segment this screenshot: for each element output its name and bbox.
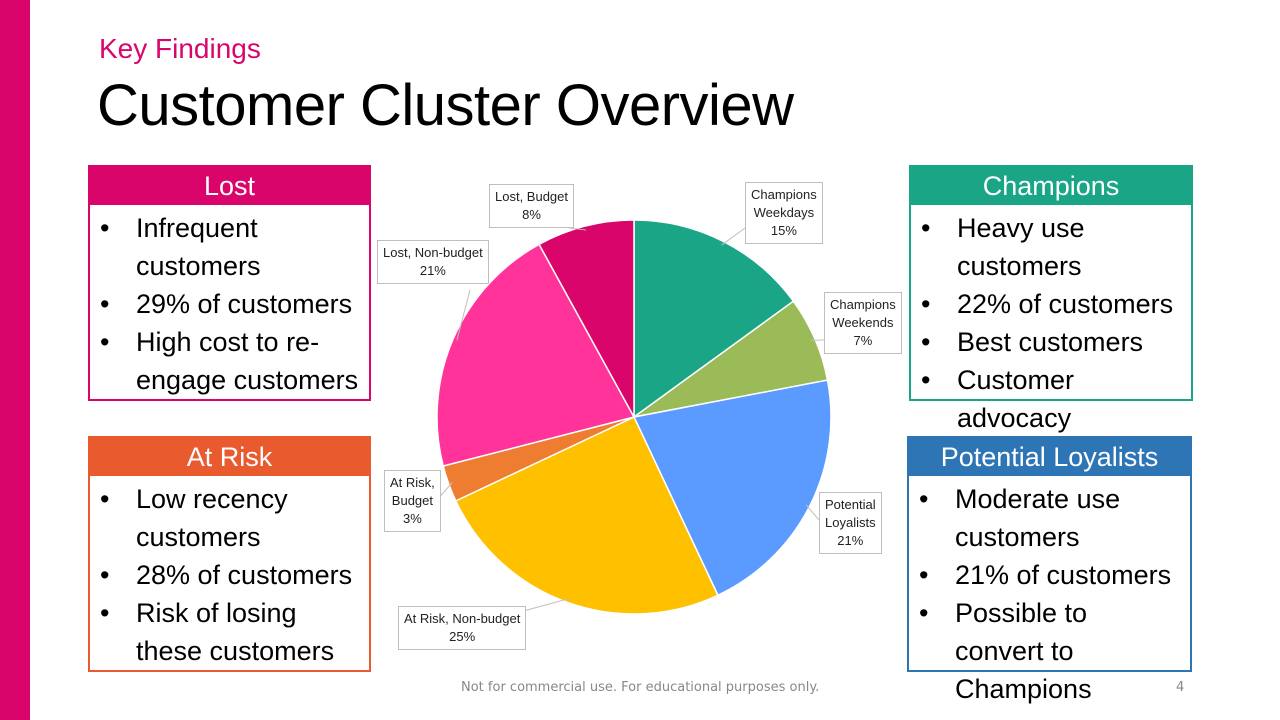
pie-label-text: Budget bbox=[391, 493, 433, 508]
pie-slice bbox=[454, 416, 719, 615]
pie-label-text: Weekends bbox=[832, 315, 894, 330]
panel-at-risk-bullets: Low recency customers 28% of customers R… bbox=[90, 476, 369, 670]
pie-label-text: Loyalists bbox=[825, 515, 876, 530]
pie-label-value: 7% bbox=[853, 333, 873, 348]
panel-at-risk: At Risk Low recency customers 28% of cus… bbox=[88, 436, 371, 672]
pie-data-label: At Risk, Non-budget 25% bbox=[398, 606, 527, 650]
pie-label-text: At Risk, bbox=[390, 475, 435, 490]
panel-lost-bullets: Infrequent customers 29% of customers Hi… bbox=[90, 205, 369, 399]
panel-potential-loyalists-bullet: Moderate use customers bbox=[919, 480, 1182, 556]
pie-data-label: Lost, Budget 8% bbox=[489, 184, 574, 228]
pie-leader-line bbox=[805, 504, 820, 521]
panel-lost: Lost Infrequent customers 29% of custome… bbox=[88, 165, 371, 401]
panel-potential-loyalists-bullet: 21% of customers bbox=[919, 556, 1182, 594]
pie-label-text: Lost, Non-budget bbox=[383, 245, 483, 260]
pie-label-text: Champions bbox=[830, 297, 896, 312]
panel-at-risk-bullet: 28% of customers bbox=[100, 556, 361, 594]
panel-potential-loyalists-bullet: Possible to convert to Champions bbox=[919, 594, 1182, 708]
pie-label-value: 21% bbox=[837, 533, 864, 548]
panel-at-risk-bullet: Low recency customers bbox=[100, 480, 361, 556]
panel-at-risk-title: At Risk bbox=[90, 438, 369, 476]
page-number: 4 bbox=[1176, 680, 1185, 695]
pie-label-value: 15% bbox=[770, 223, 797, 238]
pie-label-value: 25% bbox=[449, 629, 476, 644]
panel-champions-title: Champions bbox=[911, 167, 1191, 205]
pie-slice bbox=[633, 219, 795, 419]
pie-label-value: 21% bbox=[419, 263, 446, 278]
panel-potential-loyalists: Potential Loyalists Moderate use custome… bbox=[907, 436, 1192, 704]
pie-slice bbox=[538, 219, 635, 418]
footer-disclaimer: Not for commercial use. For educational … bbox=[461, 680, 820, 695]
slide-title: Customer Cluster Overview bbox=[97, 73, 794, 138]
pie-leader-line bbox=[519, 598, 569, 613]
pie-label-value: 8% bbox=[522, 207, 541, 222]
panel-lost-bullet: Infrequent customers bbox=[100, 209, 361, 285]
accent-bar bbox=[0, 0, 30, 720]
pie-leader-line bbox=[456, 289, 471, 341]
panel-potential-loyalists-title: Potential Loyalists bbox=[909, 438, 1190, 476]
panel-champions: Champions Heavy use customers 22% of cus… bbox=[909, 165, 1193, 433]
panel-lost-title: Lost bbox=[90, 167, 369, 205]
panel-champions-bullet: Heavy use customers bbox=[921, 209, 1183, 285]
pie-label-text: At Risk, Non-budget bbox=[404, 611, 521, 626]
pie-label-text: Champions bbox=[751, 187, 817, 202]
pie-slice bbox=[632, 379, 832, 597]
panel-at-risk-bullet: Risk of losing these customers bbox=[100, 594, 361, 670]
panel-potential-loyalists-bullets: Moderate use customers 21% of customers … bbox=[909, 476, 1190, 708]
pie-data-label: At Risk, Budget 3% bbox=[384, 470, 441, 532]
pie-label-text: Potential bbox=[825, 497, 876, 512]
pie-slice bbox=[436, 243, 636, 467]
panel-champions-bullet: 22% of customers bbox=[921, 285, 1183, 323]
pie-label-text: Weekdays bbox=[753, 205, 815, 220]
panel-champions-bullet: Customer advocacy bbox=[921, 361, 1183, 437]
pie-leader-line bbox=[721, 227, 746, 246]
pie-label-text: Lost, Budget bbox=[495, 189, 568, 204]
pie-data-label: Lost, Non-budget 21% bbox=[377, 240, 489, 284]
pie-label-value: 3% bbox=[403, 511, 422, 526]
panel-lost-bullet: 29% of customers bbox=[100, 285, 361, 323]
slide-kicker: Key Findings bbox=[99, 33, 261, 64]
panel-lost-bullet: High cost to re-engage customers bbox=[100, 323, 361, 399]
panel-champions-bullets: Heavy use customers 22% of customers Bes… bbox=[911, 205, 1191, 437]
panel-champions-bullet: Best customers bbox=[921, 323, 1183, 361]
